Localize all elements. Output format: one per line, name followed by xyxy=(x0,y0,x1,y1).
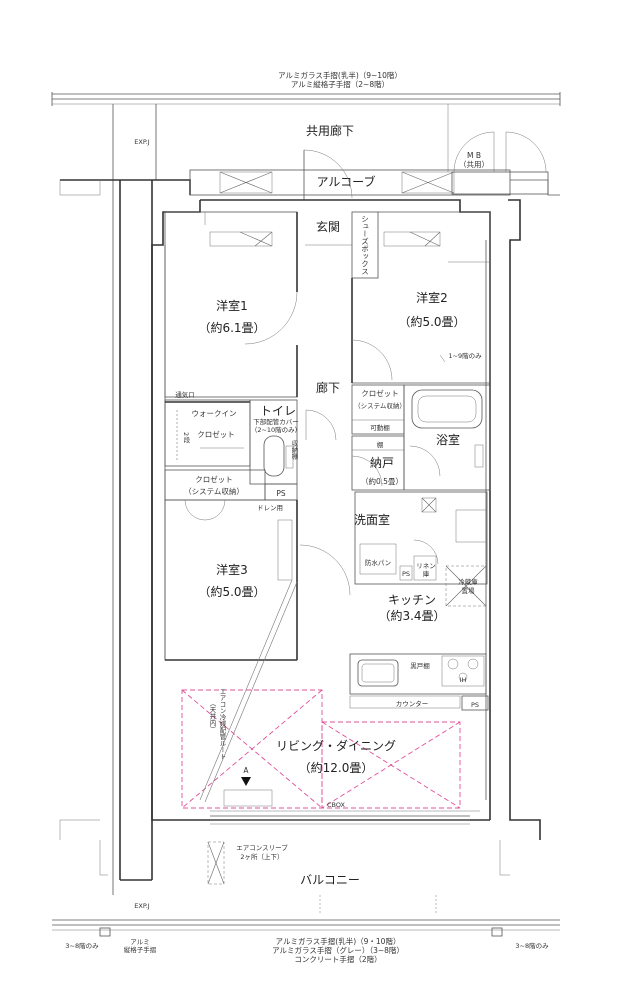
alcove xyxy=(189,169,511,196)
floors-left-note: 3~8階のみ xyxy=(65,941,99,950)
bottom-rail-note-3: コンクリート手摺（2階） xyxy=(294,954,381,964)
vent-label: 通気口 xyxy=(175,390,195,399)
room-1-walls xyxy=(164,211,299,398)
room-3-size: （約5.0畳） xyxy=(198,584,265,599)
washroom xyxy=(354,491,488,585)
bottom-railing xyxy=(52,919,560,937)
linen-label-2: 庫 xyxy=(423,569,430,578)
aircon-ceiling-label: （天井内） xyxy=(208,700,216,733)
shoe-box xyxy=(351,211,379,279)
fridge-space xyxy=(445,565,487,607)
closet-storage-block xyxy=(351,384,405,491)
aircon-sleeves xyxy=(207,841,225,885)
ps-label-3: PS xyxy=(471,701,479,709)
fridge-label-2: 置場 xyxy=(462,586,476,595)
fridge-label-1: 冷蔵庫 xyxy=(458,577,478,586)
aircon-route-label: エアコン冷媒配管ルート xyxy=(218,688,226,760)
expansion-joint-strip xyxy=(112,104,157,895)
hallway-label: 廊下 xyxy=(316,380,340,395)
closet-right-label-2: （システム収納） xyxy=(354,401,406,410)
walk-in-closet-label-1: ウォークイン xyxy=(192,409,237,418)
kitchen-name: キッチン xyxy=(388,593,436,607)
walk-in-closet-label-2: クロゼット xyxy=(197,429,235,439)
drain-label: ドレン用 xyxy=(257,504,283,512)
alcove-label: アルコーブ xyxy=(317,174,376,189)
system-closet-left-label-2: （システム収納） xyxy=(184,486,244,496)
room-2-size: （約5.0畳） xyxy=(398,314,465,329)
room-2-name: 洋室2 xyxy=(416,290,448,305)
expj-bottom-label: EXP.J xyxy=(134,902,150,910)
ps-label-1: PS xyxy=(276,489,286,498)
marker-a-arrow xyxy=(241,777,251,786)
room-2-walls xyxy=(351,211,491,384)
room-2-note: 1~9階のみ xyxy=(448,351,482,360)
movable-shelf-label: 可動棚 xyxy=(370,423,390,432)
closet-right-label-1: クロゼット xyxy=(361,388,399,398)
corridor-label: 共用廊下 xyxy=(306,123,354,138)
balcony-walls xyxy=(99,840,510,915)
entrance-label: 玄関 xyxy=(316,219,340,234)
bathroom xyxy=(403,384,491,491)
room-3-walls xyxy=(164,499,351,661)
alumi-left-label-1: アルミ xyxy=(130,938,149,946)
floors-right-note: 3~8階のみ xyxy=(515,941,549,950)
room-3-name: 洋室3 xyxy=(216,562,248,577)
cbox-label: CBOX xyxy=(327,801,346,809)
mb-label: M B xyxy=(467,151,481,160)
balcony-label: バルコニー xyxy=(300,873,360,887)
storage-size: （約0.5畳） xyxy=(361,476,403,486)
aircon-sleeve-label-1: エアコンスリーブ xyxy=(236,843,288,852)
toilet-label: トイレ xyxy=(260,404,296,418)
bottom-rail-note-2: アルミガラス手摺（グレー）（3~8階） xyxy=(272,945,404,955)
toilet-note-1: 下部配管カバー xyxy=(253,417,299,426)
counter-label: カウンター xyxy=(396,699,429,708)
kitchen-size: （約3.4畳） xyxy=(378,608,445,623)
living-dining-ceiling xyxy=(181,579,480,812)
toilet-shelf-label: 収納棚 xyxy=(290,440,298,461)
shelf-label: 棚 xyxy=(377,440,384,449)
shoe-box-label: シューズボックス xyxy=(360,215,369,275)
bathroom-label: 浴室 xyxy=(436,432,460,447)
living-size: （約12.0畳） xyxy=(299,760,374,775)
top-rail-note-1: アルミガラス手摺(乳半)（9~10階） xyxy=(278,70,402,80)
aircon-sleeve-label-2: 2ヶ所（上下） xyxy=(240,852,283,861)
ps-label-2: PS xyxy=(402,570,410,578)
walk-in-step-label: 2段 xyxy=(182,432,190,444)
living-name: リビング・ダイニング xyxy=(276,738,396,753)
alumi-left-label-2: 縦格子手摺 xyxy=(124,945,157,954)
linen-label-1: リネン xyxy=(416,562,436,570)
system-closet-left-label-1: クロゼット xyxy=(195,474,233,484)
bottom-rail-note-1: アルミガラス手摺(乳半)（9・10階） xyxy=(276,936,401,946)
room-1-name: 洋室1 xyxy=(216,298,248,313)
expj-top-label: EXP.J xyxy=(134,138,150,146)
marker-a-label: A xyxy=(243,766,249,775)
washroom-label: 洗面室 xyxy=(354,512,390,527)
storage-name: 納戸 xyxy=(370,456,394,470)
top-rail-note-2: アルミ縦格子手摺（2~8階） xyxy=(291,79,389,89)
waterproof-pan-label: 防水パン xyxy=(365,558,391,567)
toilet-note-2: （2~10階のみ） xyxy=(251,425,301,434)
kitchen xyxy=(349,653,489,711)
black-counter-label: 黒戸棚 xyxy=(410,661,430,670)
top-railing xyxy=(51,92,561,106)
mb-common-label: （共用） xyxy=(459,160,489,169)
balcony-windows xyxy=(210,815,470,825)
entrance-door xyxy=(303,149,353,200)
stove-label: IH xyxy=(460,676,467,684)
room-1-size: （約6.1畳） xyxy=(198,320,265,335)
